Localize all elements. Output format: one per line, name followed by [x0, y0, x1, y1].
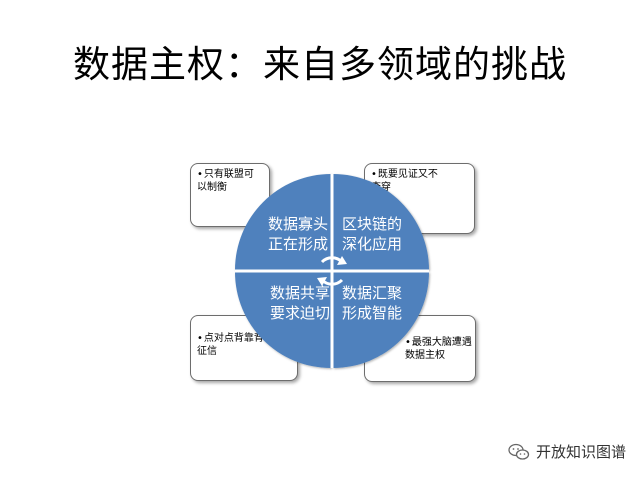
quadrant-text-bottom-right: 数据汇聚形成智能	[341, 284, 402, 322]
quadrant-top-left	[235, 174, 331, 270]
watermark-text: 开放知识图谱	[535, 443, 626, 461]
callout-text: 最强大脑遭遇数据主权	[405, 336, 475, 362]
quadrant-text-top-left: 数据寡头正在形成	[267, 215, 328, 253]
callout-text: 只有联盟可以制衡	[197, 168, 263, 194]
callout-text: 点对点背靠背征信	[197, 332, 269, 358]
quadrant-text-top-right: 区块链的深化应用	[341, 215, 402, 253]
wechat-icon	[508, 443, 530, 460]
watermark: 开放知识图谱	[508, 441, 626, 462]
quadrant-bottom-right	[333, 272, 429, 368]
quadrant-bottom-left	[235, 272, 331, 368]
quadrant-top-right	[333, 174, 429, 270]
quadrant-text-bottom-left: 数据共享要求迫切	[269, 284, 330, 322]
slide-title: 数据主权：来自多领域的挑战	[73, 43, 567, 86]
